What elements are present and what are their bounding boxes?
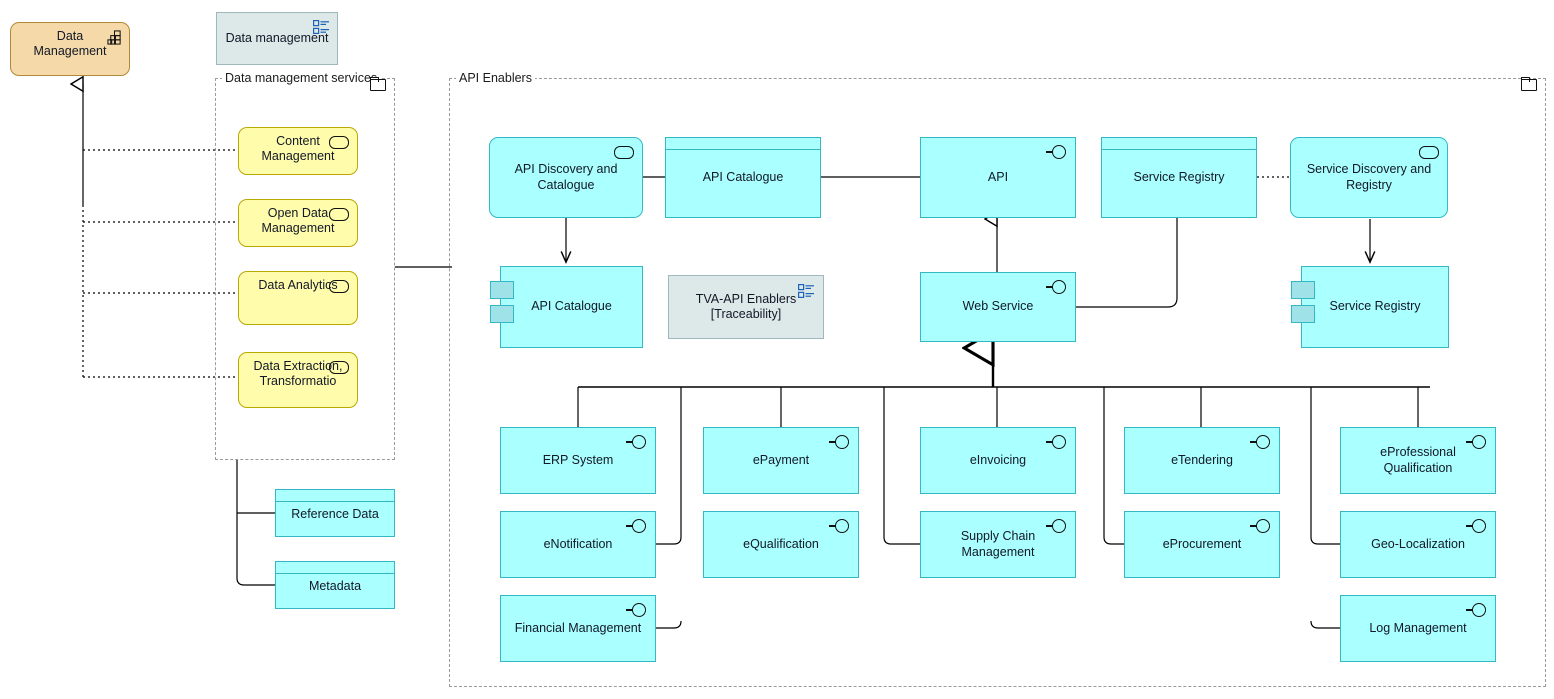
data-object-label: Reference Data [291,507,379,521]
service-open-data-management[interactable]: Open Data Management [238,199,358,247]
capability-grid-icon [107,30,121,45]
interface-etendering[interactable]: eTendering [1124,427,1280,494]
interface-einvoicing[interactable]: eInvoicing [920,427,1076,494]
application-service-icon [329,136,349,149]
service-content-management[interactable]: Content Management [238,127,358,175]
application-interface-icon [1046,435,1068,449]
application-interface-icon [626,519,648,533]
interface-web-service[interactable]: Web Service [920,272,1076,342]
capability-label: Data Management [33,29,107,59]
component-tabs-icon [490,281,514,327]
interface-eprocurement[interactable]: eProcurement [1124,511,1280,578]
interface-epayment[interactable]: ePayment [703,427,859,494]
interface-label: eNotification [543,536,613,551]
viewpoint-tva-api-enablers-traceability[interactable]: TVA-API Enablers [Traceability] [668,275,824,339]
application-service-icon [1419,146,1439,159]
group-title: Data management services [222,71,381,85]
application-interface-icon [626,603,648,617]
service-label: Data Extraction, Transformatio [253,359,343,389]
application-interface-icon [1466,435,1488,449]
component-service-registry[interactable]: Service Registry [1291,266,1449,348]
viewpoint-label-line1: TVA-API Enablers [695,291,797,306]
capability-data-management[interactable]: Data Management [10,22,130,76]
application-interface-icon [1046,280,1068,294]
interface-label: ERP System [542,452,614,467]
group-api-enablers[interactable]: API Enablers [449,71,1546,687]
folder-icon [370,77,386,91]
interface-label: ePayment [752,452,810,467]
service-label: API Discovery and Catalogue [514,162,618,192]
list-view-icon [313,20,329,34]
application-service-icon [329,361,349,374]
interface-label: eQualification [743,536,819,551]
application-service-icon [614,146,634,159]
application-interface-icon [1046,145,1068,159]
interface-label: eInvoicing [969,452,1027,467]
service-label: Open Data Management [261,206,335,236]
application-interface-icon [1250,519,1272,533]
application-service-icon [329,280,349,293]
data-object-reference-data[interactable]: Reference Data [275,489,395,537]
application-interface-icon [1046,519,1068,533]
service-data-analytics[interactable]: Data Analytics [238,271,358,325]
application-interface-icon [1466,603,1488,617]
application-service-icon [329,208,349,221]
viewpoint-label-line2: [Traceability] [710,307,782,321]
viewpoint-label: TVA-API Enablers [Traceability] [677,292,815,323]
component-label: Service Registry [1329,299,1421,314]
data-object-header-icon [276,573,394,574]
interface-geo-localization[interactable]: Geo-Localization [1340,511,1496,578]
group-title: API Enablers [456,71,535,85]
viewpoint-label: Data management [225,30,329,45]
data-object-label: Metadata [308,579,362,593]
data-object-header-icon [276,501,394,502]
interface-label: eProcurement [1162,536,1242,551]
data-object-header-icon [666,149,820,150]
interface-equalification[interactable]: eQualification [703,511,859,578]
interface-label: eTendering [1171,452,1233,467]
application-interface-icon [829,519,851,533]
data-object-api-catalogue[interactable]: API Catalogue [665,137,821,218]
service-service-discovery-and-registry[interactable]: Service Discovery and Registry [1290,137,1448,218]
viewpoint-data-management[interactable]: Data management [216,12,338,65]
group-data-management-services[interactable]: Data management services [215,71,395,460]
service-label: Content Management [261,134,335,164]
interface-supply-chain-management[interactable]: Supply Chain Management [920,511,1076,578]
interface-label: eProfessional Qualification [1380,445,1456,475]
data-object-label: API Catalogue [702,169,784,184]
interface-enotification[interactable]: eNotification [500,511,656,578]
service-api-discovery-and-catalogue[interactable]: API Discovery and Catalogue [489,137,643,218]
interface-log-management[interactable]: Log Management [1340,595,1496,662]
data-object-service-registry[interactable]: Service Registry [1101,137,1257,218]
interface-label: API [987,169,1009,184]
component-api-catalogue[interactable]: API Catalogue [490,266,643,348]
folder-icon [1521,77,1537,91]
data-object-metadata[interactable]: Metadata [275,561,395,609]
data-object-label: Service Registry [1133,169,1225,184]
component-label: API Catalogue [531,299,612,314]
application-interface-icon [626,435,648,449]
application-interface-icon [1250,435,1272,449]
interface-label: Financial Management [514,620,642,635]
list-view-icon [798,284,814,298]
interface-erp-system[interactable]: ERP System [500,427,656,494]
interface-label: Supply Chain Management [960,529,1036,559]
data-object-header-icon [1102,149,1256,150]
component-tabs-icon [1291,281,1315,327]
interface-label: Geo-Localization [1371,536,1465,551]
service-data-extraction-transformation[interactable]: Data Extraction, Transformatio [238,352,358,408]
interface-financial-management[interactable]: Financial Management [500,595,656,662]
application-interface-icon [829,435,851,449]
interface-label: Web Service [962,299,1034,314]
service-label: Data Analytics [258,278,338,292]
interface-api[interactable]: API [920,137,1076,218]
application-interface-icon [1466,519,1488,533]
interface-label: Log Management [1369,620,1467,635]
interface-eprofessional-qualification[interactable]: eProfessional Qualification [1340,427,1496,494]
service-label: Service Discovery and Registry [1306,162,1432,192]
